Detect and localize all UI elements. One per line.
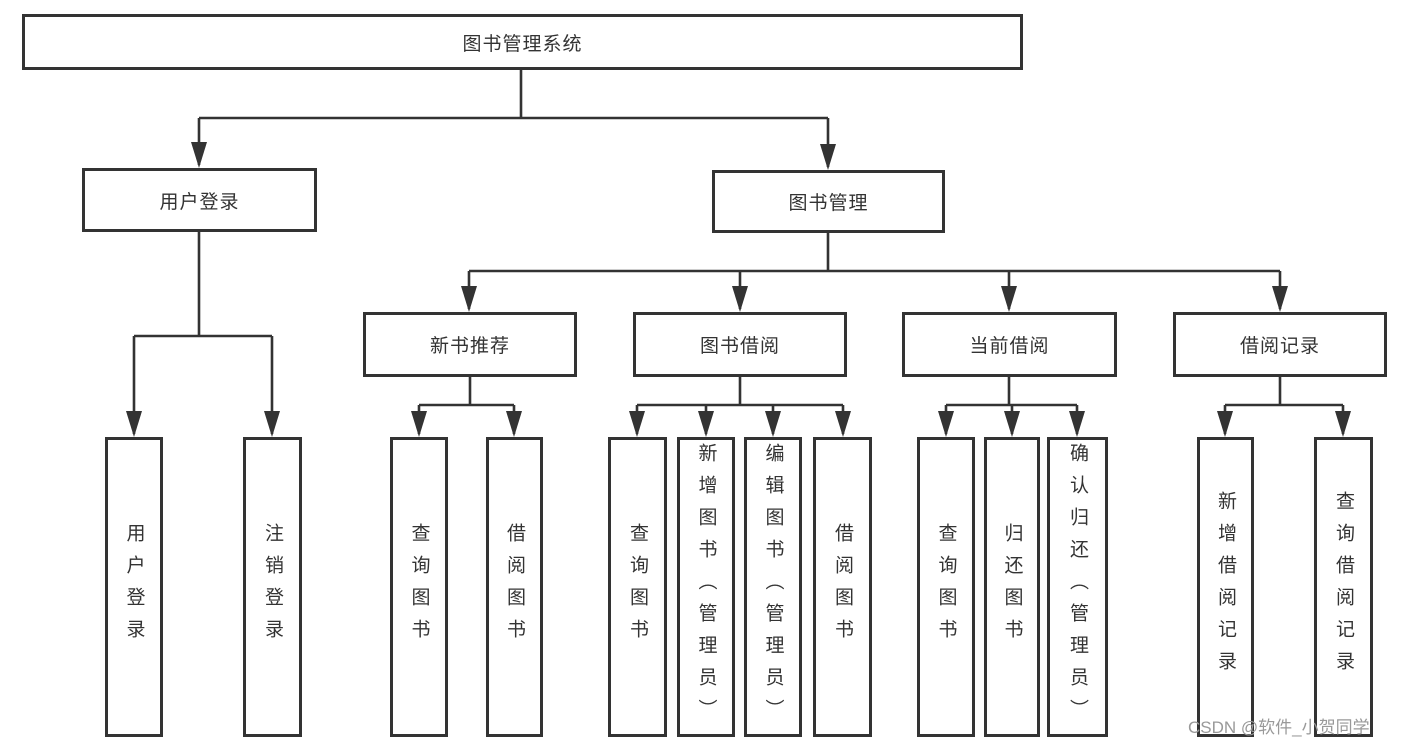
node-book-borrowing-label: 图书借阅 (699, 336, 780, 357)
leaf-query-borrow-record: 查询借阅记录 (1314, 437, 1373, 737)
leaf-newbooks-borrow-books: 借阅图书 (486, 437, 543, 737)
node-current-borrowing-label: 当前借阅 (969, 336, 1050, 357)
leaf-edit-book-admin: 编辑图书（管理员） (744, 437, 802, 737)
node-borrow-records-label: 借阅记录 (1239, 336, 1320, 357)
node-root: 图书管理系统 (22, 14, 1023, 70)
node-new-books-label: 新书推荐 (429, 336, 510, 357)
csdn-watermark: CSDN @软件_小贺同学 (1188, 718, 1370, 737)
connector-new-books-to-leaves (411, 377, 522, 437)
node-book-borrowing: 图书借阅 (633, 312, 847, 377)
connector-records-to-leaves (1217, 377, 1351, 437)
leaf-current-query-books: 查询图书 (917, 437, 975, 737)
connector-current-to-leaves (938, 377, 1085, 437)
leaf-borrowing-borrow-books: 借阅图书 (813, 437, 872, 737)
node-user-login: 用户登录 (82, 168, 317, 232)
leaf-newbooks-query-books: 查询图书 (390, 437, 448, 737)
leaf-return-books: 归还图书 (984, 437, 1040, 737)
leaf-logout: 注销登录 (243, 437, 302, 737)
node-borrow-records: 借阅记录 (1173, 312, 1387, 377)
connector-root-to-level2 (191, 70, 836, 170)
leaf-confirm-return-admin: 确认归还（管理员） (1047, 437, 1108, 737)
connector-borrowing-to-leaves (629, 377, 851, 437)
leaf-user-login: 用户登录 (105, 437, 163, 737)
node-root-label: 图书管理系统 (462, 33, 583, 55)
connector-user-login-to-leaves (126, 232, 280, 437)
connector-book-mgmt-to-level3 (461, 233, 1288, 312)
leaf-add-book-admin: 新增图书（管理员） (677, 437, 735, 737)
node-book-mgmt-label: 图书管理 (788, 193, 869, 214)
node-user-login-label: 用户登录 (159, 191, 240, 213)
node-new-books: 新书推荐 (363, 312, 577, 377)
node-current-borrowing: 当前借阅 (902, 312, 1117, 377)
leaf-add-borrow-record: 新增借阅记录 (1197, 437, 1254, 737)
leaf-borrowing-query-books: 查询图书 (608, 437, 667, 737)
node-book-mgmt: 图书管理 (712, 170, 945, 233)
